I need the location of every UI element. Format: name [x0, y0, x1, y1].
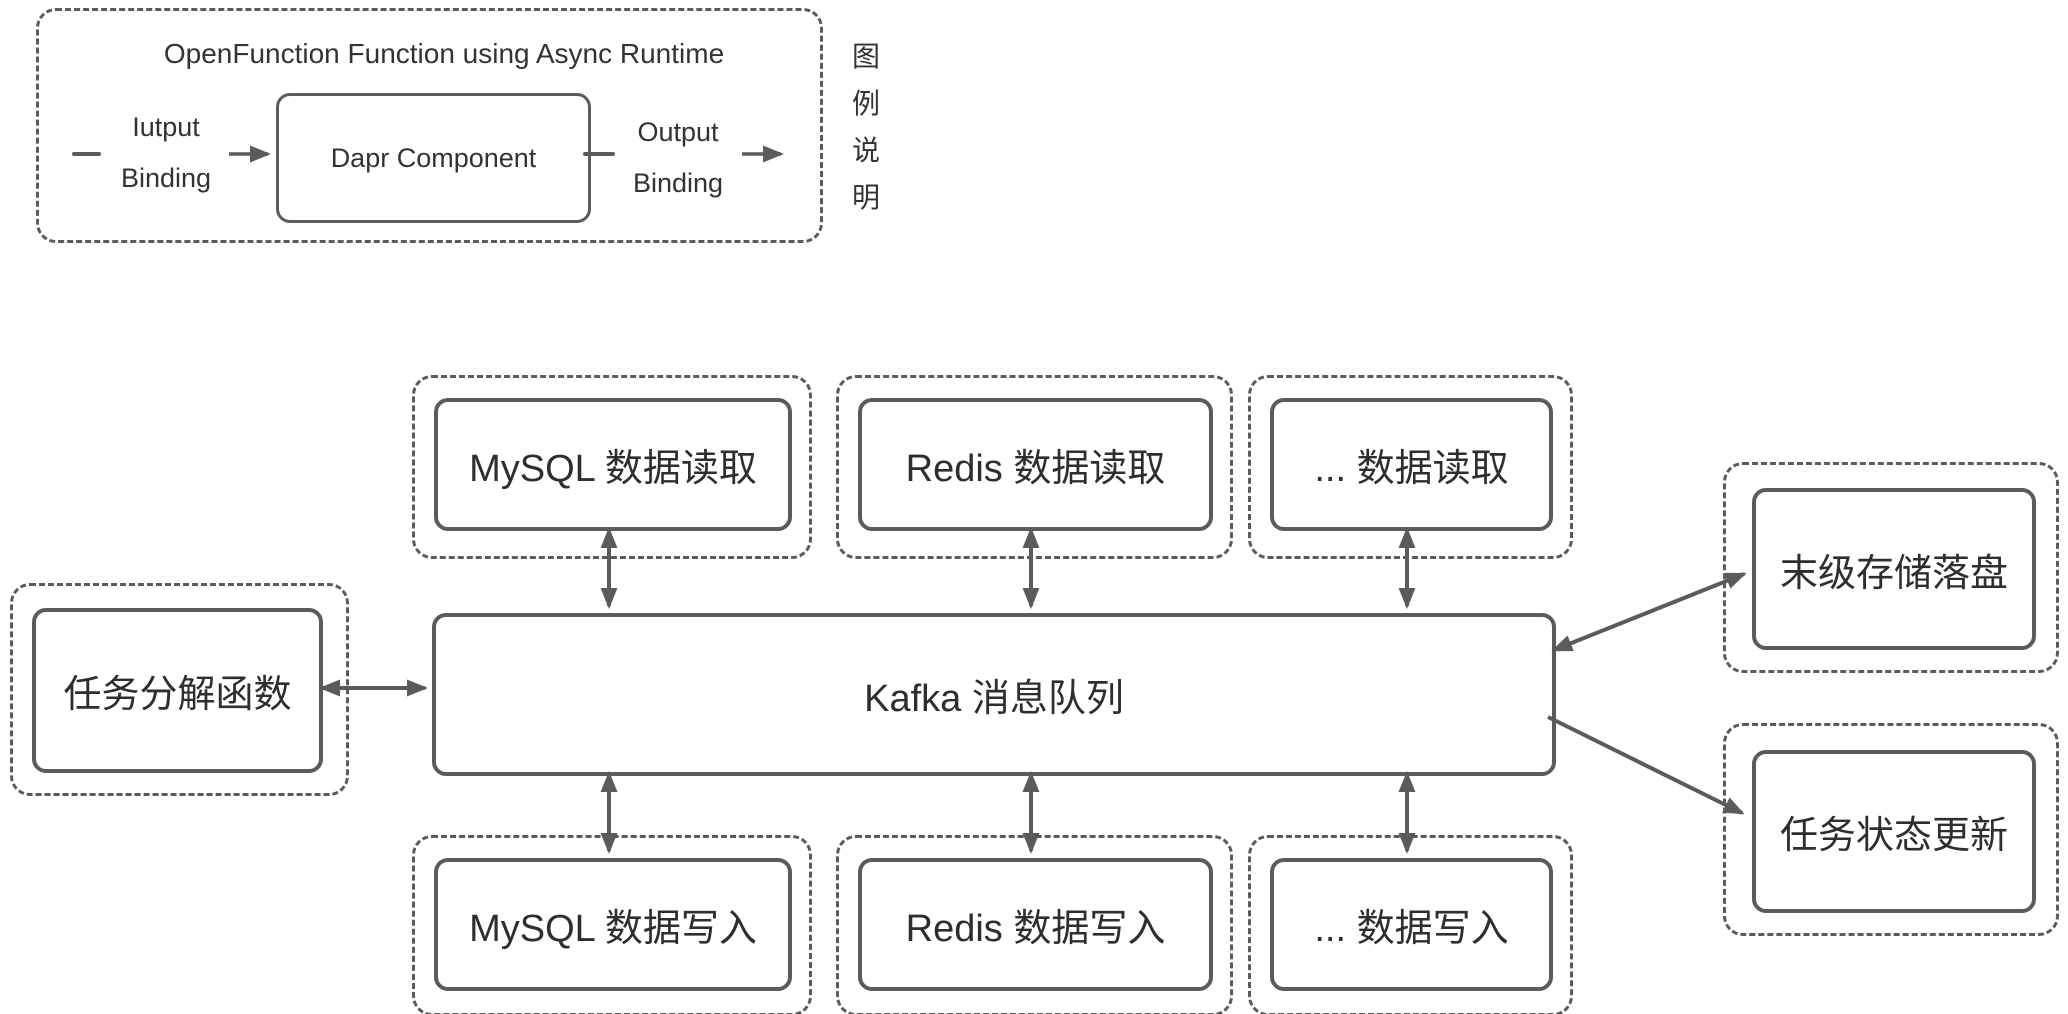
other-write-label: ... 数据写入	[1314, 908, 1509, 950]
legend-caption-char: 明	[851, 182, 880, 213]
other-read-label: ... 数据读取	[1314, 448, 1509, 490]
mysql-read-label: MySQL 数据读取	[469, 448, 757, 490]
legend-output-binding-line2: Binding	[632, 168, 724, 198]
legend-output-binding-label: Output Binding	[603, 107, 753, 209]
redis-write-node: Redis 数据写入	[858, 858, 1213, 991]
legend-title: OpenFunction Function using Async Runtim…	[163, 38, 725, 69]
kafka-queue-label: Kafka 消息队列	[864, 678, 1124, 720]
task-status-frame	[1723, 723, 2059, 936]
legend-caption-char: 图	[851, 41, 880, 72]
mysql-write-label: MySQL 数据写入	[469, 908, 757, 950]
redis-read-label: Redis 数据读取	[905, 448, 1166, 490]
redis-write-label: Redis 数据写入	[905, 908, 1166, 950]
legend-frame	[36, 8, 823, 243]
final-storage-label: 末级存储落盘	[1779, 552, 2008, 595]
legend-input-binding-line2: Binding	[120, 163, 212, 193]
task-status-label: 任务状态更新	[1779, 815, 2008, 857]
legend-caption-char: 说	[851, 135, 880, 166]
other-read-node: ... 数据读取	[1270, 398, 1553, 531]
arrow-kafka-taskstatus	[1547, 715, 1745, 815]
legend-dapr-component-node: Dapr Component	[276, 93, 591, 223]
kafka-queue-node: Kafka 消息队列	[432, 613, 1556, 776]
legend-output-binding-line1: Output	[637, 117, 719, 147]
arrow-kafka-finalstorage	[1551, 572, 1747, 652]
task-split-label: 任务分解函数	[63, 674, 292, 716]
legend-caption-vertical: 图 例 说 明	[845, 33, 887, 221]
task-status-node: 任务状态更新	[1752, 750, 2036, 913]
other-write-node: ... 数据写入	[1270, 858, 1553, 991]
legend-input-binding-line1: Iutput	[132, 112, 200, 142]
task-split-node: 任务分解函数	[32, 608, 323, 773]
final-storage-frame	[1723, 462, 2059, 673]
legend-dapr-component-label: Dapr Component	[330, 142, 537, 173]
mysql-write-node: MySQL 数据写入	[434, 858, 792, 991]
redis-read-node: Redis 数据读取	[858, 398, 1213, 531]
mysql-read-node: MySQL 数据读取	[434, 398, 792, 531]
final-storage-node: 末级存储落盘	[1752, 488, 2036, 650]
legend-input-binding-label: Iutput Binding	[91, 102, 241, 204]
legend-caption-char: 例	[851, 88, 880, 119]
